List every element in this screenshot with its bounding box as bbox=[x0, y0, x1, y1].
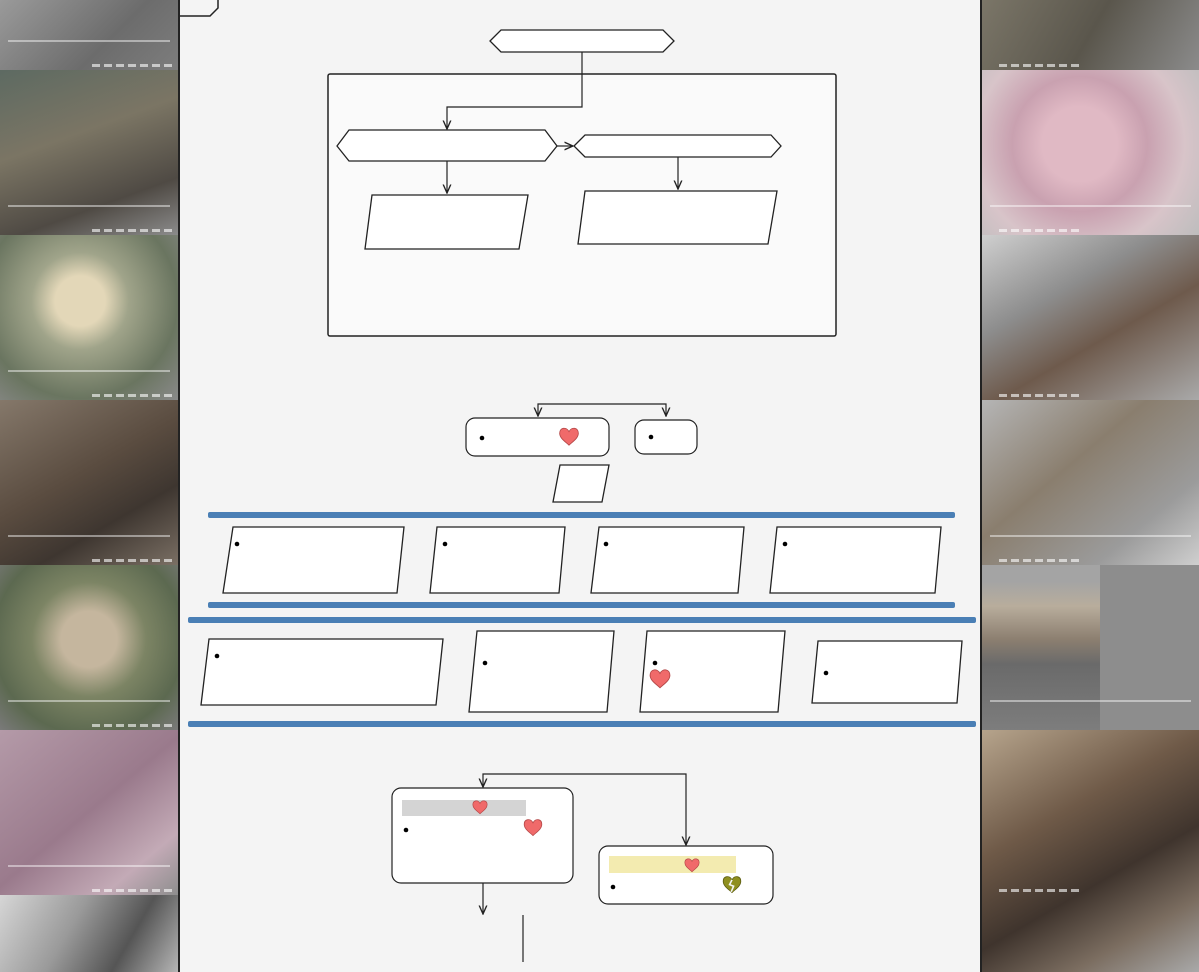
scene-row1-box3 bbox=[591, 527, 744, 593]
scene-row2-box1 bbox=[201, 639, 443, 705]
bullet bbox=[480, 436, 485, 441]
bullet bbox=[783, 542, 788, 547]
separator-band-3 bbox=[188, 617, 976, 623]
bullet bbox=[649, 435, 654, 440]
scene-box-small bbox=[553, 465, 609, 502]
flowchart-canvas bbox=[180, 0, 984, 972]
scene-row1-box1 bbox=[223, 527, 404, 593]
separator-band-4 bbox=[188, 721, 976, 727]
game-screenshot-6 bbox=[0, 730, 178, 895]
choice-card-right-header bbox=[609, 856, 736, 873]
choice-card-right bbox=[599, 846, 773, 904]
right-screenshot-column bbox=[982, 0, 1199, 972]
flowchart-panel bbox=[178, 0, 982, 972]
bullet bbox=[604, 542, 609, 547]
game-screenshot-4 bbox=[0, 400, 178, 565]
scene-row2-box4 bbox=[812, 641, 962, 703]
start-node bbox=[490, 30, 674, 52]
choice-card-left-header bbox=[402, 800, 526, 816]
game-screenshot-7 bbox=[0, 895, 178, 972]
game-screenshot-12 bbox=[982, 565, 1100, 730]
branch-connector-top bbox=[538, 404, 666, 416]
corner-tab bbox=[180, 0, 218, 16]
bullet bbox=[404, 828, 409, 833]
scene-row1-box2 bbox=[430, 527, 565, 593]
bullet bbox=[443, 542, 448, 547]
bullet bbox=[653, 661, 658, 666]
game-screenshot-13 bbox=[1100, 565, 1199, 730]
game-screenshot-8 bbox=[982, 0, 1199, 70]
scene-row2-box2 bbox=[469, 631, 614, 712]
game-screenshot-10 bbox=[982, 235, 1199, 400]
bullet bbox=[483, 661, 488, 666]
game-screenshot-3 bbox=[0, 235, 178, 400]
game-screenshot-9 bbox=[982, 70, 1199, 235]
separator-band-2 bbox=[208, 602, 955, 608]
game-screenshot-14 bbox=[982, 730, 1199, 972]
choice-node-b bbox=[574, 135, 781, 157]
scene-row1-box4 bbox=[770, 527, 941, 593]
option-box-heart bbox=[466, 418, 609, 456]
game-screenshot-5 bbox=[0, 565, 178, 730]
game-screenshot-1 bbox=[0, 0, 178, 70]
game-screenshot-2 bbox=[0, 70, 178, 235]
bullet bbox=[215, 654, 220, 659]
bullet bbox=[824, 671, 829, 676]
separator-band-1 bbox=[208, 512, 955, 518]
game-screenshot-11 bbox=[982, 400, 1199, 565]
bullet bbox=[235, 542, 240, 547]
option-box-small bbox=[635, 420, 697, 454]
bullet bbox=[611, 885, 616, 890]
scene-box-b bbox=[578, 191, 777, 244]
choice-node-a bbox=[337, 130, 557, 161]
scene-box-a bbox=[365, 195, 528, 249]
left-screenshot-column bbox=[0, 0, 178, 972]
